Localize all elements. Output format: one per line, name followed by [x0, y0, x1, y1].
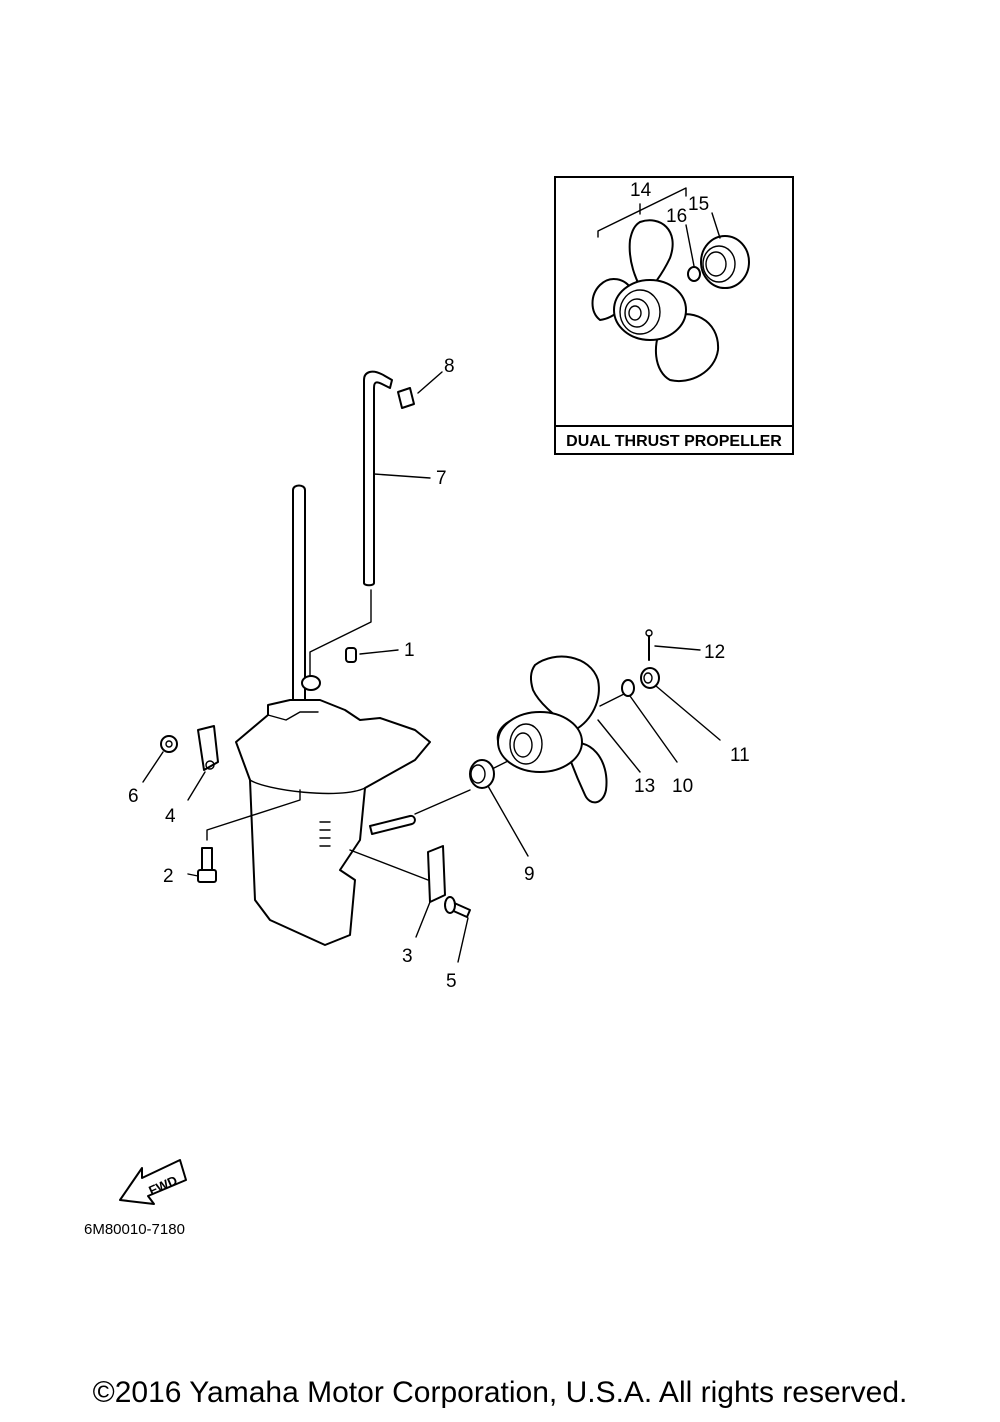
water-tube [363, 370, 393, 587]
callout-4: 4 [165, 806, 176, 827]
spacer-part [621, 679, 635, 697]
callout-9: 9 [524, 864, 535, 885]
screw-part [444, 896, 471, 918]
inset-dual-thrust-propeller: DUAL THRUST PROPELLER 14 16 15 [554, 176, 794, 455]
callout-2: 2 [163, 866, 174, 887]
diagram-code: 6M80010-7180 [84, 1221, 185, 1238]
copyright-notice: ©2016 Yamaha Motor Corporation, U.S.A. A… [92, 1376, 908, 1409]
callout-8: 8 [444, 356, 455, 377]
callout-10: 10 [672, 776, 693, 797]
callout-5: 5 [446, 971, 457, 992]
dowel-pin-part [345, 647, 357, 663]
grommet-part [397, 387, 415, 409]
propeller-nut-part [640, 667, 660, 689]
cotter-pin-part [645, 629, 653, 661]
callout-7: 7 [436, 468, 447, 489]
nut-part [160, 735, 178, 753]
callout-6: 6 [128, 786, 139, 807]
anode-part-lower [427, 845, 446, 903]
inset-title: DUAL THRUST PROPELLER [566, 433, 782, 450]
callout-14: 14 [630, 180, 652, 201]
callout-3: 3 [402, 946, 413, 967]
propeller-part [496, 655, 608, 804]
fwd-arrow-icon: FWD [119, 1159, 187, 1205]
anode-part-upper [197, 725, 219, 771]
inset-propeller-image [591, 219, 750, 383]
bolt-part [197, 847, 217, 883]
callout-16: 16 [666, 206, 687, 227]
thrust-washer-part [469, 759, 495, 789]
lower-unit-case [235, 484, 431, 946]
callout-13: 13 [634, 776, 655, 797]
callout-15: 15 [688, 194, 709, 215]
callout-12: 12 [704, 642, 725, 663]
callout-11: 11 [730, 745, 750, 766]
callout-1: 1 [404, 640, 415, 661]
